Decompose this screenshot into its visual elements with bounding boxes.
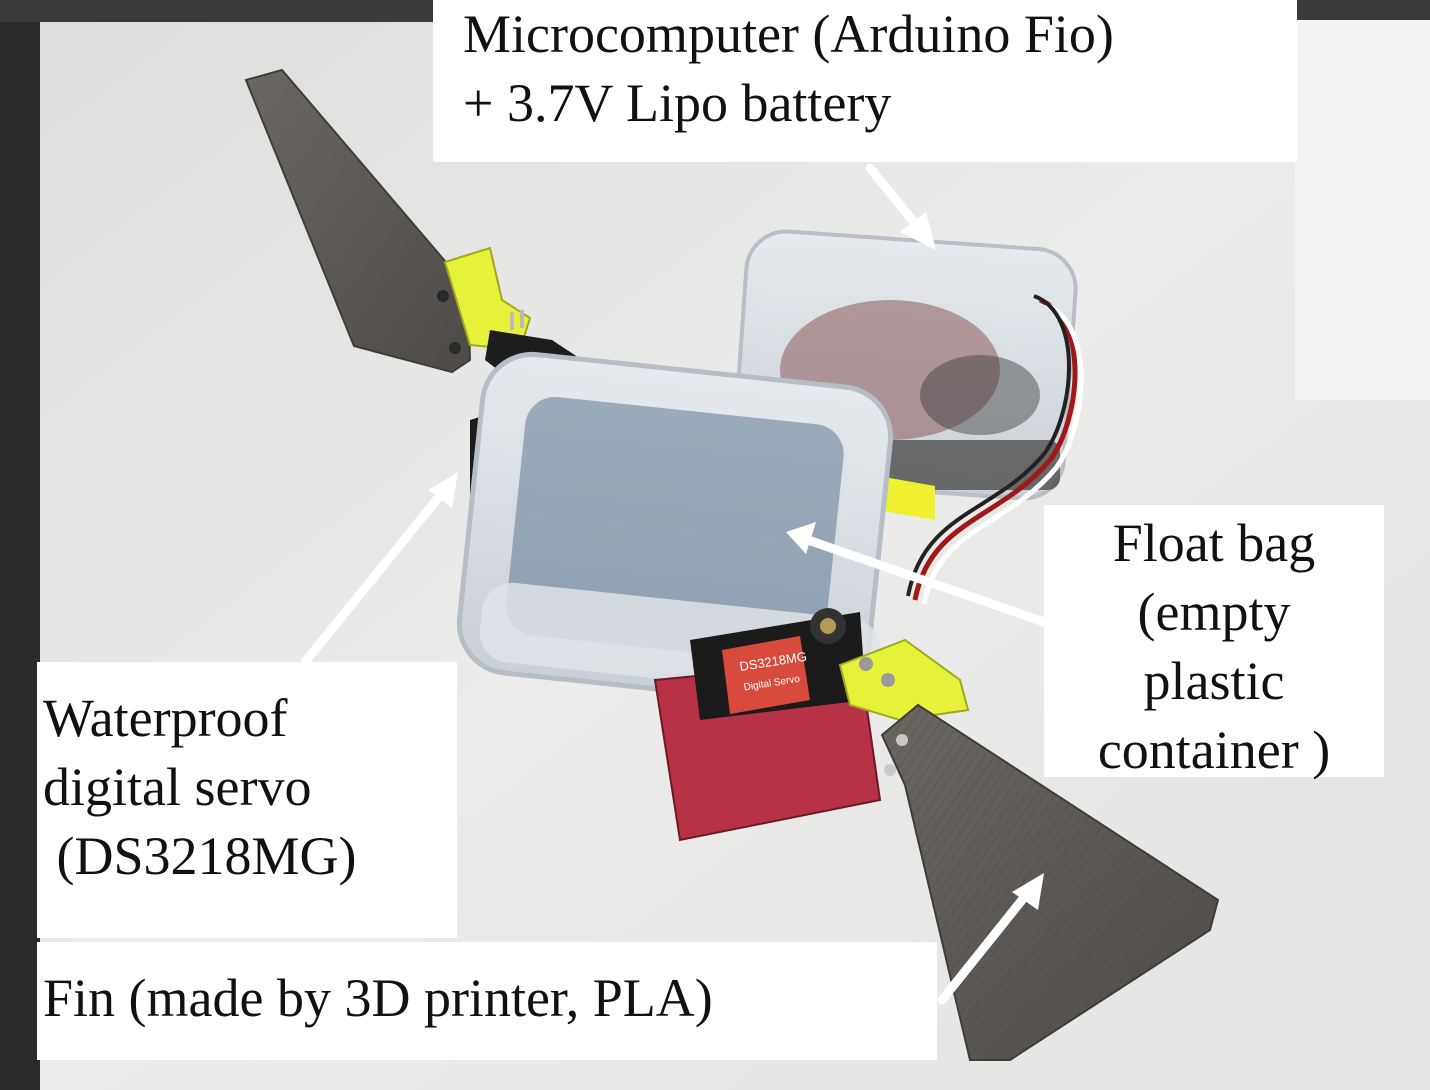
lower-fin-screw (884, 764, 896, 776)
label-fin: Fin (made by 3D printer, PLA) (37, 942, 937, 1060)
arrows (300, 163, 1049, 1005)
lower-bracket-screw (881, 673, 895, 687)
label-line: Fin (made by 3D printer, PLA) (43, 968, 713, 1028)
arrow-float-bag-head (786, 522, 816, 554)
lower-bracket (838, 638, 970, 722)
label-line: (DS3218MG) (43, 826, 357, 887)
right-background-box (1295, 20, 1430, 400)
label-line: Microcomputer (Arduino Fio) (463, 4, 1114, 64)
wires (912, 297, 1078, 601)
arrow-microcomputer-head (900, 212, 936, 250)
upper-fin (244, 68, 472, 374)
label-microcomputer: Microcomputer (Arduino Fio) + 3.7V Lipo … (433, 0, 1297, 162)
wires (906, 294, 1071, 597)
label-line: digital servo (43, 757, 312, 818)
photo-dark-edge (0, 0, 40, 1090)
arrow-microcomputer (865, 163, 927, 237)
upper-fin-screw (437, 290, 449, 302)
wires (921, 301, 1084, 605)
lower-bracket-screw (859, 657, 873, 671)
label-line: container ) (1097, 720, 1331, 781)
label-line: Waterproof (43, 688, 288, 748)
arrow-float-bag (803, 535, 1049, 627)
lower-servo-shaft-center (820, 618, 836, 634)
arrow-fin-head (1012, 873, 1044, 910)
label-line: Float bag (1112, 513, 1316, 573)
label-line: plastic (1143, 651, 1285, 712)
upper-bracket (443, 246, 532, 352)
arrow-fin (937, 890, 1031, 1005)
label-servo: Waterproof digital servo (DS3218MG) (37, 662, 457, 938)
arrow-servo-head (428, 472, 458, 508)
label-line: + 3.7V Lipo battery (463, 73, 892, 134)
lower-fin-screw (896, 734, 908, 746)
arrow-servo (300, 487, 448, 667)
label-float-bag: Float bag (empty plastic container ) (1044, 505, 1384, 780)
lower-servo-label (722, 636, 810, 714)
upper-fin-screw (449, 342, 461, 354)
box-contents (920, 355, 1040, 435)
label-line: (empty (1137, 582, 1291, 643)
